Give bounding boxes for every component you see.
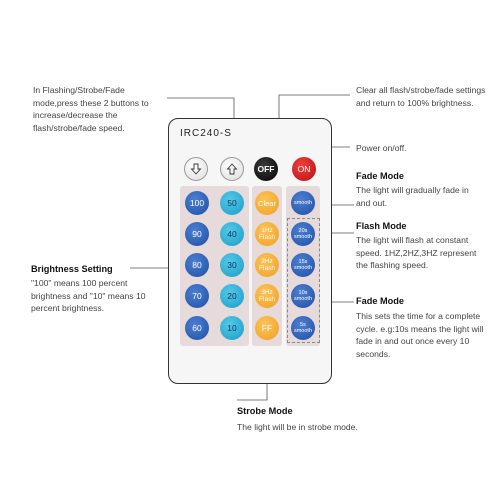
fade-speed-outline xyxy=(287,218,320,343)
brightness-title: Brightness Setting xyxy=(31,264,113,274)
brightness-40-button[interactable]: 40 xyxy=(220,222,244,246)
smooth-10s-button[interactable]: 10s smooth xyxy=(291,284,315,308)
button-label: 40 xyxy=(227,229,237,239)
brightness-50-button[interactable]: 50 xyxy=(220,191,244,215)
button-label: 1Hz Flash xyxy=(259,227,275,241)
brightness-20-button[interactable]: 20 xyxy=(220,284,244,308)
flash-3hz-button[interactable]: 3Hz Flash xyxy=(255,284,279,308)
button-label: 10s smooth xyxy=(293,290,313,302)
flash-1hz-button[interactable]: 1Hz Flash xyxy=(255,222,279,246)
arrow-up-icon xyxy=(226,163,238,175)
button-label: 2Hz Flash xyxy=(259,258,275,272)
flash-2hz-button[interactable]: 2Hz Flash xyxy=(255,253,279,277)
fade-mode-title: Fade Mode xyxy=(356,171,404,181)
brightness-60-button[interactable]: 60 xyxy=(185,316,209,340)
button-label: 15s smooth xyxy=(293,259,313,271)
button-label: 3Hz Flash xyxy=(259,289,275,303)
clear-note: Clear all flash/strobe/fade settings and… xyxy=(356,85,486,108)
brightness-10-button[interactable]: 10 xyxy=(220,316,244,340)
brightness-100-button[interactable]: 100 xyxy=(185,191,209,215)
flashing-adjust-note: In Flashing/Strobe/Fade mode,press these… xyxy=(33,85,149,133)
button-label: FF xyxy=(261,323,273,333)
speed-up-button[interactable] xyxy=(220,157,244,181)
button-label: 10 xyxy=(227,323,237,333)
arrow-down-icon xyxy=(190,163,202,175)
button-label: 5s smooth xyxy=(293,322,313,334)
smooth-button[interactable]: smooth xyxy=(291,191,315,215)
smooth-5s-button[interactable]: 5s smooth xyxy=(291,316,315,340)
button-label: Clear xyxy=(258,198,276,208)
strobe-ff-button[interactable]: FF xyxy=(255,316,279,340)
brightness-text: "100" means 100 percent brightness and "… xyxy=(31,278,146,313)
flash-mode-title: Flash Mode xyxy=(356,221,407,231)
button-label: 100 xyxy=(189,198,205,208)
model-label: IRC240-S xyxy=(180,128,232,139)
on-label: ON xyxy=(297,164,311,174)
button-label: 90 xyxy=(192,229,202,239)
flash-mode-text: The light will flash at constant speed. … xyxy=(356,235,477,270)
fade-mode-text: The light will gradually fade in and out… xyxy=(356,185,469,208)
button-label: 20s smooth xyxy=(293,228,313,240)
brightness-80-button[interactable]: 80 xyxy=(185,253,209,277)
button-label: 70 xyxy=(192,291,202,301)
fade-mode2-title: Fade Mode xyxy=(356,296,404,306)
button-label: 50 xyxy=(227,198,237,208)
fade-mode2-text: This sets the time for a complete cycle.… xyxy=(356,311,484,359)
brightness-90-button[interactable]: 90 xyxy=(185,222,209,246)
strobe-text: The light will be in strobe mode. xyxy=(237,422,358,432)
button-label: 80 xyxy=(192,260,202,270)
button-label: smooth xyxy=(293,200,313,206)
on-button[interactable]: ON xyxy=(292,157,316,181)
smooth-15s-button[interactable]: 15s smooth xyxy=(291,253,315,277)
speed-down-button[interactable] xyxy=(184,157,208,181)
brightness-30-button[interactable]: 30 xyxy=(220,253,244,277)
button-label: 60 xyxy=(192,323,202,333)
brightness-70-button[interactable]: 70 xyxy=(185,284,209,308)
smooth-20s-button[interactable]: 20s smooth xyxy=(291,222,315,246)
off-button[interactable]: OFF xyxy=(254,157,278,181)
off-label: OFF xyxy=(257,164,275,174)
power-note: Power on/off. xyxy=(356,143,407,153)
clear-button[interactable]: Clear xyxy=(255,191,279,215)
strobe-title: Strobe Mode xyxy=(237,406,293,416)
button-label: 20 xyxy=(227,291,237,301)
button-label: 30 xyxy=(227,260,237,270)
